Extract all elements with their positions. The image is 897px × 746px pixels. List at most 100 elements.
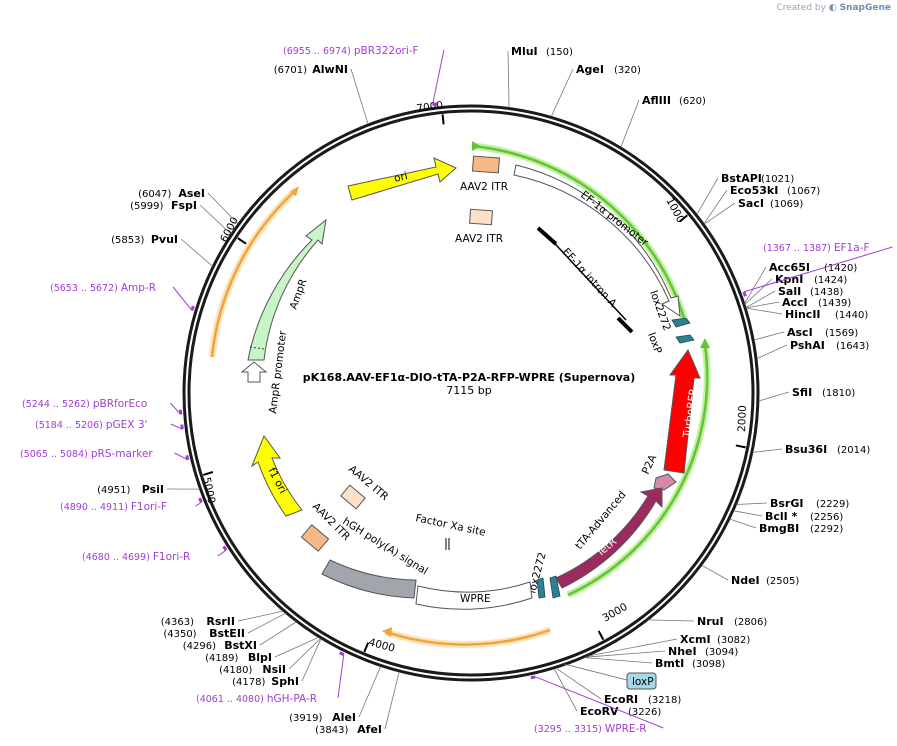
tick-label-5000: 5000	[200, 476, 217, 505]
aav2-itr-top-label: AAV2 ITR	[460, 181, 508, 193]
primer-label[interactable]: (1367 .. 1387) EF1a-F	[763, 242, 870, 254]
primer-label[interactable]: (4680 .. 4699) F1ori-R	[82, 551, 190, 563]
enzyme-position: (4363)	[161, 617, 194, 628]
enzyme-position: (3094)	[705, 647, 738, 658]
enzyme-position: (1420)	[824, 263, 857, 274]
primer-range: (5184 .. 5206)	[35, 420, 106, 431]
enzyme-sfii[interactable]: SfiI	[792, 386, 812, 399]
bottom-track	[385, 628, 551, 646]
backbone-inner	[187, 109, 755, 677]
enzyme-blpi[interactable]: BlpI	[248, 651, 272, 664]
enzyme-agei[interactable]: AgeI	[576, 63, 604, 76]
tick-mark-2000	[735, 444, 746, 449]
enzyme-bsrgi[interactable]: BsrGI	[770, 497, 803, 510]
enzyme-acci[interactable]: AccI	[782, 296, 808, 309]
primer-label[interactable]: (4061 .. 4080) hGH-PA-R	[196, 693, 317, 705]
primer-label[interactable]: (4890 .. 4911) F1ori-F	[60, 501, 167, 513]
enzyme-ecorv[interactable]: EcoRV	[580, 705, 619, 718]
lox2272-bottom-marker	[536, 577, 546, 599]
loxp-bottom-box	[626, 672, 657, 690]
enzyme-bstapi[interactable]: BstAPI	[721, 172, 762, 185]
enzyme-position: (5999)	[130, 201, 163, 212]
backbone-outer	[182, 104, 760, 682]
amp-track-arrowhead	[290, 186, 299, 196]
primer-label[interactable]: (3295 .. 3315) WPRE-R	[534, 723, 647, 735]
enzyme-alwni[interactable]: AlwNI	[312, 63, 348, 76]
enzyme-eco53ki[interactable]: Eco53kI	[730, 184, 778, 197]
enzyme-sphi[interactable]: SphI	[271, 675, 299, 688]
enzyme-pshai[interactable]: PshAI	[790, 339, 825, 352]
enzyme-xcmi[interactable]: XcmI	[680, 633, 711, 646]
enzyme-position: (1069)	[770, 199, 803, 210]
enzyme-ecori[interactable]: EcoRI	[604, 693, 638, 706]
primer-marker	[198, 497, 203, 503]
enzyme-nsii[interactable]: NsiI	[262, 663, 286, 676]
enzyme-psii[interactable]: PsiI	[142, 483, 164, 496]
credit-brand: SnapGene	[839, 3, 891, 13]
enzyme-leader	[756, 344, 788, 359]
enzyme-leader	[584, 657, 653, 664]
rfp-track-arrowhead	[700, 338, 710, 348]
ampr-arrow	[247, 218, 327, 361]
enzyme-leader	[696, 177, 719, 215]
enzyme-afei[interactable]: AfeI	[357, 723, 382, 736]
enzyme-position: (2292)	[810, 524, 843, 535]
enzyme-position: (6047)	[138, 189, 171, 200]
enzyme-mlui[interactable]: MluI	[511, 45, 538, 58]
primer-range: (5653 .. 5672)	[50, 283, 121, 294]
enzyme-ndei[interactable]: NdeI	[731, 574, 760, 587]
enzyme-asei[interactable]: AseI	[178, 187, 205, 200]
enzyme-position: (1424)	[814, 275, 847, 286]
enzyme-asci[interactable]: AscI	[787, 326, 813, 339]
enzyme-rsrii[interactable]: RsrII	[206, 615, 235, 628]
hgh-polya-bar	[321, 559, 417, 599]
enzyme-saci[interactable]: SacI	[738, 197, 764, 210]
enzyme-leader	[301, 638, 322, 682]
primer-label[interactable]: (5065 .. 5084) pRS-marker	[20, 448, 153, 460]
enzyme-leader	[247, 612, 286, 634]
enzyme-bmti[interactable]: BmtI	[655, 657, 684, 670]
enzyme-position: (2806)	[734, 617, 767, 628]
enzyme-position: (4180)	[219, 665, 252, 676]
credit-prefix: Created by	[776, 3, 826, 13]
tick-label-4000: 4000	[367, 636, 396, 655]
enzyme-leader	[744, 278, 773, 305]
rfp-track	[567, 344, 709, 597]
f1-ori-arrow	[250, 434, 303, 517]
enzyme-position: (320)	[614, 65, 641, 76]
enzyme-bsteii[interactable]: BstEII	[209, 627, 245, 640]
enzyme-alei[interactable]: AleI	[332, 711, 356, 724]
primer-leader	[535, 676, 664, 729]
enzyme-afliii[interactable]: AflIII	[642, 94, 671, 107]
enzyme-acc65i[interactable]: Acc65I	[769, 261, 810, 274]
enzyme-leader	[733, 510, 763, 517]
primer-label[interactable]: (6955 .. 6974) pBR322ori-F	[283, 45, 419, 57]
enzyme-bmgbi[interactable]: BmgBI	[759, 522, 799, 535]
enzyme-bstxi[interactable]: BstXI	[224, 639, 257, 652]
enzyme-leader	[701, 564, 729, 581]
enzyme-nrui[interactable]: NruI	[697, 615, 724, 628]
ori-label: ori	[393, 170, 409, 185]
aav2-itr-inner-label: AAV2 ITR	[455, 233, 503, 245]
primer-label[interactable]: (5184 .. 5206) pGEX 3'	[35, 419, 147, 431]
primer-label[interactable]: (5653 .. 5672) Amp-R	[50, 282, 156, 294]
enzyme-bsu36i[interactable]: Bsu36I	[785, 443, 827, 456]
enzyme-leader	[384, 671, 400, 730]
enzyme-leader	[237, 610, 284, 622]
bottom-track-arrowhead	[382, 627, 392, 637]
primer-leader	[170, 423, 183, 430]
enzyme-leader	[648, 619, 695, 622]
tick-label-2000: 2000	[736, 405, 749, 432]
enzyme-layer: MluI(150)AgeI(320)AflIII(620)BstAPI(1021…	[97, 45, 870, 736]
enzyme-pvui[interactable]: PvuI	[151, 233, 178, 246]
enzyme-hincii[interactable]: HincII	[785, 308, 821, 321]
enzyme-position: (3226)	[628, 707, 661, 718]
enzyme-position: (4296)	[183, 641, 216, 652]
enzyme-bcli[interactable]: BclI *	[765, 510, 798, 523]
enzyme-sali[interactable]: SalI	[778, 285, 801, 298]
enzyme-nhei[interactable]: NheI	[668, 645, 697, 658]
enzyme-leader	[274, 637, 319, 658]
primer-label[interactable]: (5244 .. 5262) pBRforEco	[22, 398, 147, 410]
enzyme-position: (1438)	[810, 287, 843, 298]
enzyme-fspi[interactable]: FspI	[171, 199, 197, 212]
